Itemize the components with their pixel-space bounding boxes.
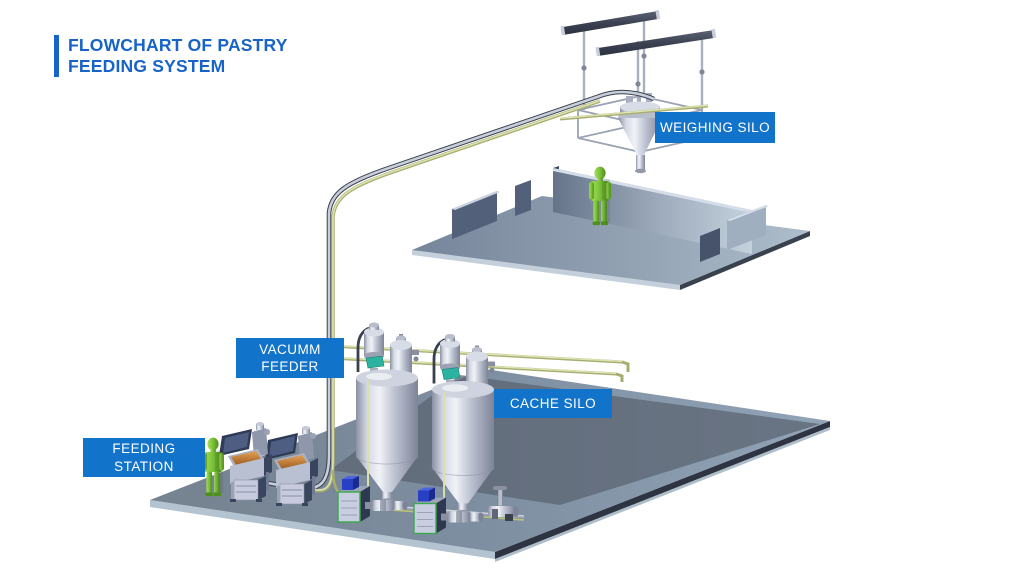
conveying-pipes (257, 89, 655, 521)
weighing-silo-structure (559, 9, 717, 174)
discharge-pipe-assembly (488, 486, 519, 521)
title-accent-bar (54, 35, 59, 77)
label-weighing-silo: WEIGHING SILO (655, 112, 775, 143)
page-title: FLOWCHART OF PASTRY FEEDING SYSTEM (54, 35, 288, 77)
weighing-platform (412, 166, 810, 290)
label-feeding-station: FEEDING STATION (83, 438, 205, 477)
label-cache-silo: CACHE SILO (494, 389, 612, 418)
title-text: FLOWCHART OF PASTRY FEEDING SYSTEM (68, 35, 288, 76)
label-vacuum-feeder: VACUMM FEEDER (236, 338, 344, 378)
